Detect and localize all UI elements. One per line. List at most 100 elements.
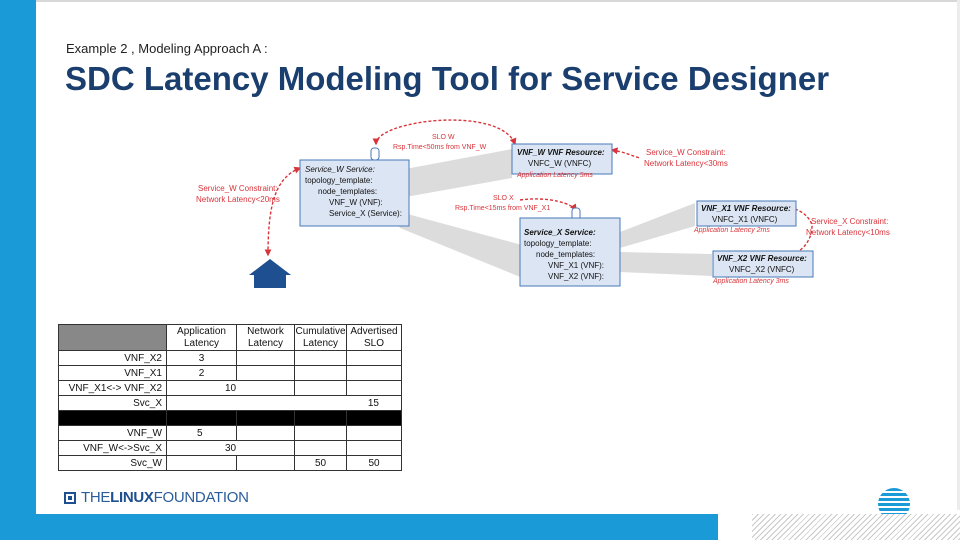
table-row: Svc_W 50 50 [58, 455, 402, 471]
vnf-x1-line-1: VNF_X1 VNF Resource: [701, 204, 791, 213]
table-row: VNF_W 5 [58, 425, 402, 441]
right-edge [957, 0, 960, 510]
wedge-x-to-vnfx2 [620, 252, 712, 276]
header-adv-slo: Advertised SLO [346, 324, 402, 351]
cell-cum [294, 440, 347, 456]
cell-net: 10 [166, 380, 295, 396]
vnf-w-latency: Application Latency 5ms [516, 172, 593, 179]
service-w-line-1: Service_W Service: [305, 165, 375, 174]
footer-bar [36, 514, 718, 540]
table-separator-row [58, 410, 402, 426]
row-label: VNF_X2 [58, 350, 167, 366]
logo-prefix: THE [81, 489, 111, 506]
table-row: VNF_X2 3 [58, 350, 402, 366]
cell-cum [294, 350, 347, 366]
service-x-box [519, 217, 621, 287]
linux-foundation-mark-icon [64, 491, 76, 504]
row-label: VNF_X1 [58, 365, 167, 381]
wedge-x-to-vnfx1 [620, 203, 695, 248]
vnf-x2-line-1: VNF_X2 VNF Resource: [717, 254, 807, 263]
service-w-line-3: node_templates: [318, 187, 377, 196]
service-w-box [299, 159, 410, 227]
cell-app: 3 [166, 350, 237, 366]
arrow-svc-x [788, 205, 813, 258]
cell-cum [294, 425, 347, 441]
service-x-line-1: Service_X Service: [524, 228, 596, 237]
table-header-row: Application Latency Network Latency Cumu… [58, 324, 402, 351]
slo-w-detail: Rsp.Time<50ms from VNF_W [393, 144, 487, 151]
header-cum-latency: Cumulative Latency [294, 324, 347, 351]
arrow-slo-w [372, 119, 517, 146]
service-w-line-5: Service_X (Service): [329, 209, 402, 218]
service-x-line-4: VNF_X1 (VNF): [548, 261, 604, 270]
wedge-w-to-vnfw [400, 149, 512, 198]
top-rule [36, 0, 960, 2]
svc-x-constraint-1: Service_X Constraint: [811, 217, 888, 226]
svc-w-constraint-right-2: Network Latency<30ms [644, 159, 728, 168]
cell-net: 30 [166, 440, 295, 456]
vnf-w-line-2: VNFC_W (VNFC) [528, 159, 591, 168]
header-net-latency: Network Latency [236, 324, 295, 351]
slo-x-detail: Rsp.Time<15ms from VNF_X1 [455, 205, 550, 212]
left-accent-bar [0, 0, 36, 540]
endpoint-tabs [370, 147, 581, 221]
svc-w-constraint-left-1: Service_W Constraint: [198, 184, 278, 193]
cell-net [236, 455, 295, 471]
slo-x-title: SLO X [493, 195, 514, 202]
table-row: VNF_X1<-> VNF_X2 10 [58, 380, 402, 396]
cell-cum [294, 365, 347, 381]
service-x-line-2: topology_template: [524, 239, 592, 248]
cell-app: 2 [166, 365, 237, 381]
linux-foundation-wordmark: THELINUXFOUNDATION [81, 489, 249, 506]
red-labels: SLO W Rsp.Time<50ms from VNF_W SLO X Rsp… [196, 134, 890, 285]
footer-hatch-pattern [752, 514, 960, 540]
table-row: Svc_X 15 [58, 395, 402, 411]
service-x-line-3: node_templates: [536, 250, 595, 259]
service-w-line-4: VNF_W (VNF): [329, 198, 383, 207]
header-blank [58, 324, 167, 351]
row-label: Svc_W [58, 455, 167, 471]
cell-cum [294, 380, 347, 396]
vnf-x1-latency: Application Latency 2ms [693, 227, 770, 234]
svc-x-constraint-2: Network Latency<10ms [806, 228, 890, 237]
cell-net [236, 365, 295, 381]
arrow-svc-w-left [264, 166, 302, 257]
table-row: VNF_W<->Svc_X 30 [58, 440, 402, 456]
home-icon [249, 259, 291, 288]
vnf-w-box [511, 143, 613, 175]
header-app-latency: Application Latency [166, 324, 237, 351]
cell-app [166, 455, 237, 471]
row-label: VNF_X1<-> VNF_X2 [58, 380, 167, 396]
cell-cum: 15 [166, 395, 402, 411]
cell-slo [346, 350, 402, 366]
vnf-x2-line-2: VNFC_X2 (VNFC) [729, 265, 795, 274]
box-texts: Service_W Service: topology_template: no… [305, 148, 807, 281]
row-label: Svc_X [58, 395, 167, 411]
vnf-x2-latency: Application Latency 3ms [712, 278, 789, 285]
cell-slo [346, 365, 402, 381]
linux-foundation-logo: THELINUXFOUNDATION [64, 489, 249, 506]
arrow-svc-w-right [610, 147, 641, 159]
svc-w-constraint-right-1: Service_W Constraint: [646, 148, 726, 157]
vnf-x1-box [696, 200, 797, 227]
cell-slo: 50 [346, 455, 402, 471]
service-x-line-5: VNF_X2 (VNF): [548, 272, 604, 281]
cell-cum: 50 [294, 455, 347, 471]
row-label: VNF_W<->Svc_X [58, 440, 167, 456]
service-w-line-2: topology_template: [305, 176, 373, 185]
cell-slo [346, 440, 402, 456]
vnf-x1-line-2: VNFC_X1 (VNFC) [712, 215, 778, 224]
svc-w-constraint-left-2: Network Latency<20ms [196, 195, 280, 204]
vnf-x2-box [712, 250, 814, 278]
model-boxes [299, 143, 814, 287]
row-label: VNF_W [58, 425, 167, 441]
cell-app: 5 [166, 425, 237, 441]
slide-subtitle: Example 2 , Modeling Approach A : [66, 41, 268, 56]
table-row: VNF_X1 2 [58, 365, 402, 381]
slide-title: SDC Latency Modeling Tool for Service De… [65, 60, 830, 97]
logo-suffix: FOUNDATION [153, 489, 249, 506]
cell-net [236, 350, 295, 366]
logo-bold: LINUX [110, 489, 154, 506]
vnf-w-line-1: VNF_W VNF Resource: [517, 148, 605, 157]
